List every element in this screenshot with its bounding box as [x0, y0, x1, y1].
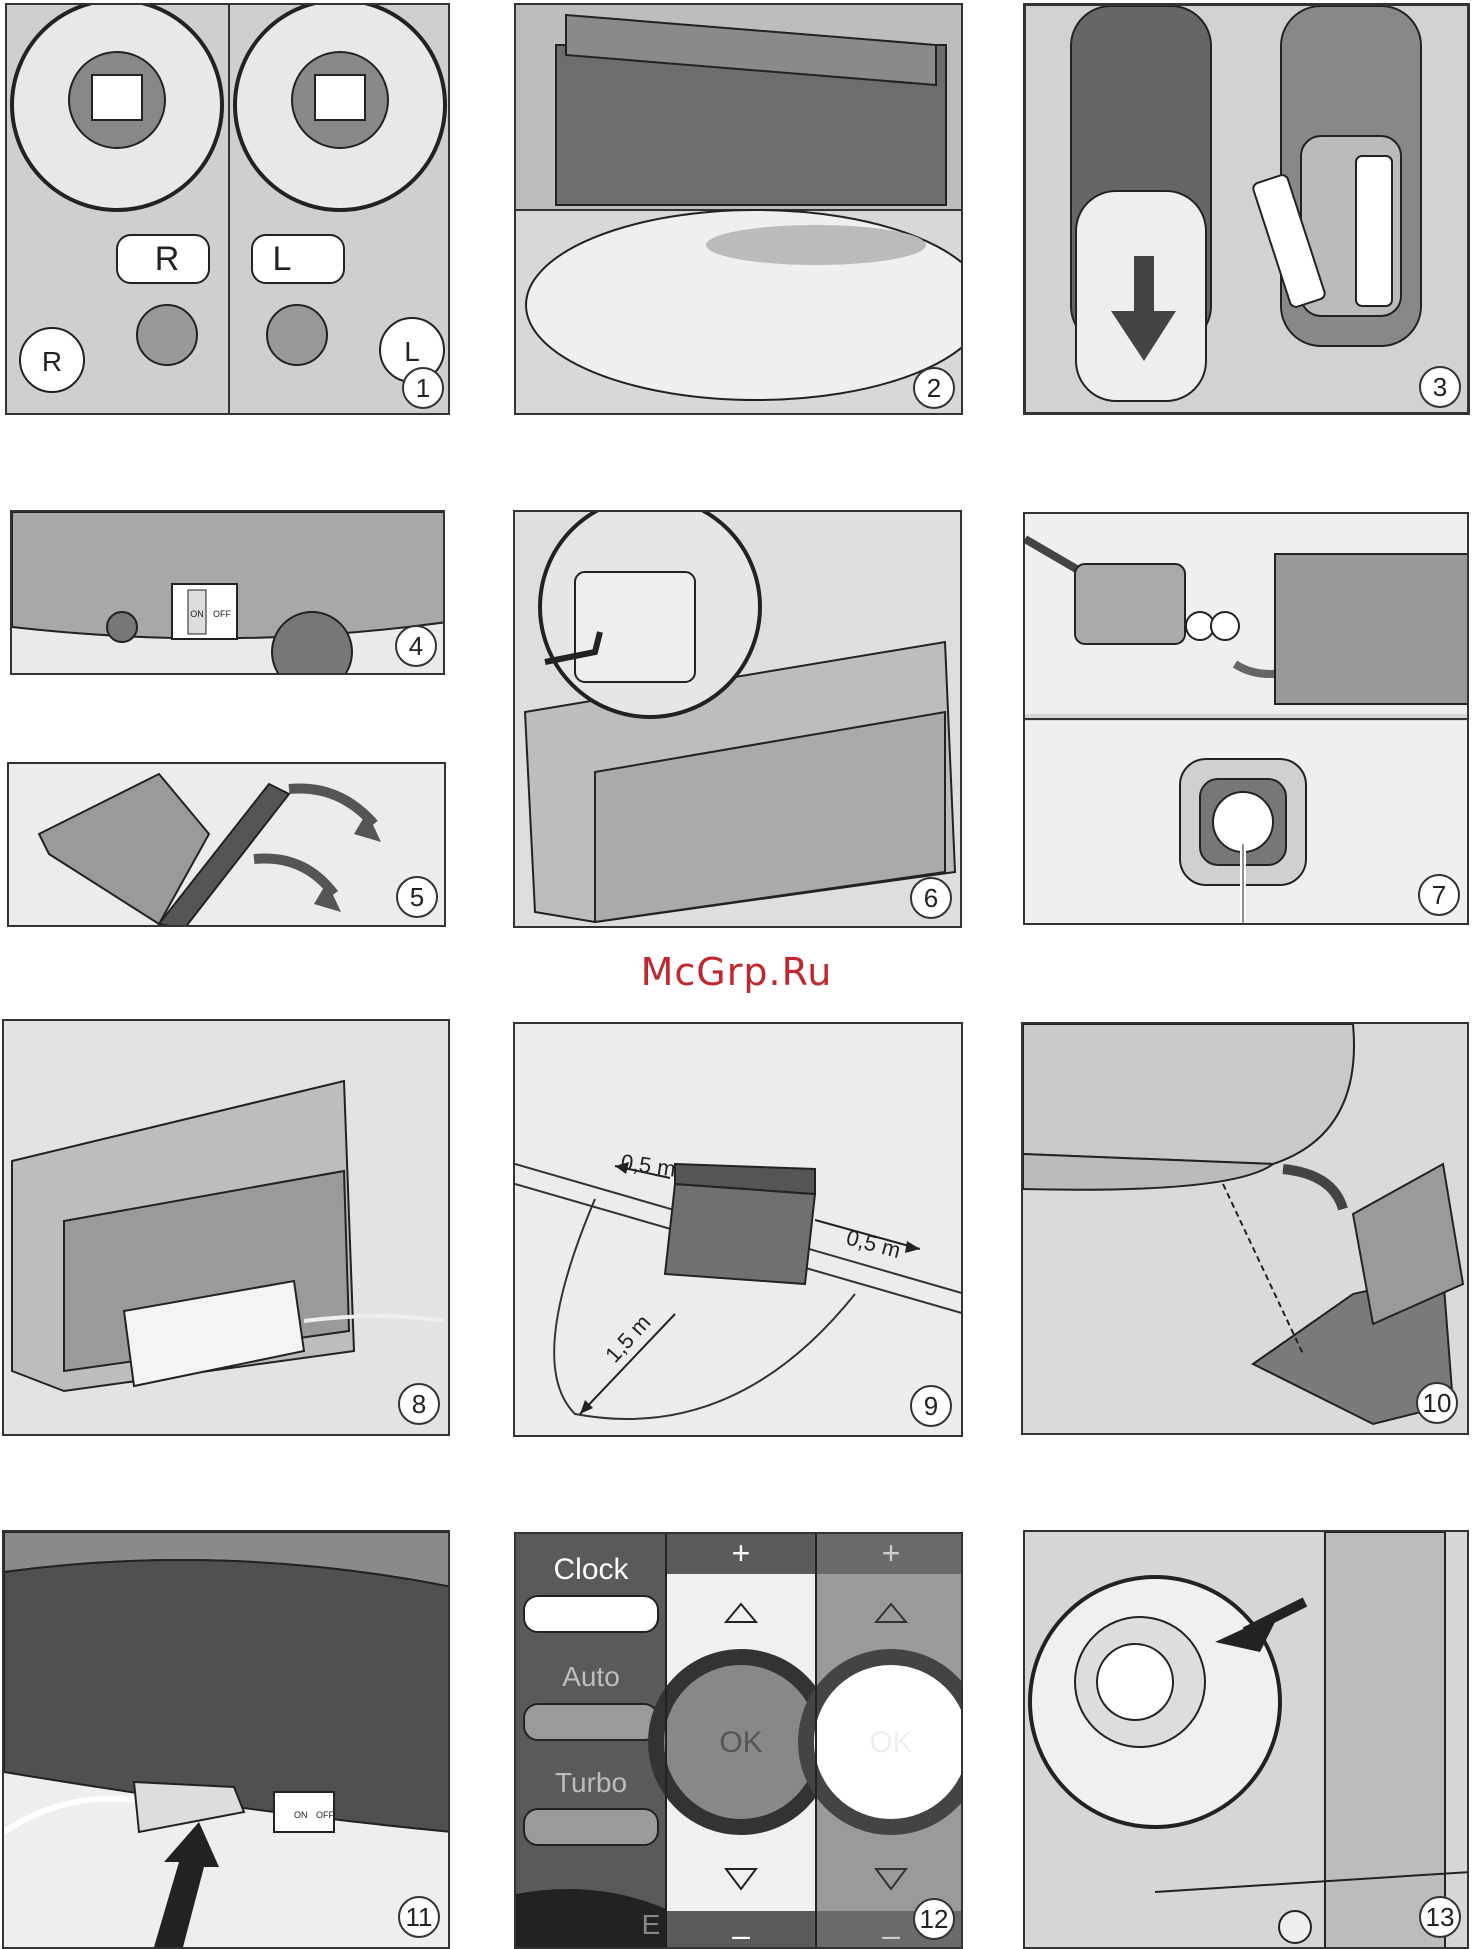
- ok-label: OK: [869, 1726, 912, 1759]
- mode-turbo-label: Turbo: [555, 1767, 627, 1798]
- label-l: L: [273, 240, 292, 278]
- step-number: 2: [913, 367, 955, 409]
- filter-removal-illustration: [9, 764, 446, 927]
- step-number: 4: [395, 625, 437, 667]
- power-switch-illustration: ON OFF: [12, 512, 445, 675]
- station-adapter-storage-illustration: [4, 1021, 450, 1436]
- figure-panel-12: Clock Auto Turbo E + + – – OK OK 12: [514, 1532, 963, 1949]
- watermark: McGrp.Ru: [0, 950, 1473, 994]
- mode-clock-label: Clock: [553, 1553, 629, 1586]
- brush-mount-illustration: R L R L: [7, 5, 450, 415]
- mode-auto-label: Auto: [562, 1661, 620, 1692]
- ok-label: OK: [719, 1726, 762, 1759]
- mode-partial-label: E: [642, 1909, 661, 1940]
- figure-panel-8: 8: [2, 1019, 450, 1436]
- step-number: 11: [398, 1896, 440, 1938]
- figure-panel-2: 2: [514, 3, 963, 415]
- station-placement-illustration: 0,5 m 0,5 m 1,5 m: [515, 1024, 963, 1437]
- figure-panel-9: 0,5 m 0,5 m 1,5 m 9: [513, 1022, 963, 1437]
- step-number: 8: [398, 1383, 440, 1425]
- remote-display-illustration: Clock Auto Turbo E + + – – OK OK: [516, 1534, 963, 1949]
- step-number: 7: [1418, 874, 1460, 916]
- step-number: 10: [1416, 1382, 1458, 1424]
- robot-charging-cable-illustration: ON OFF: [4, 1532, 450, 1949]
- switch-off-label: OFF: [316, 1810, 334, 1820]
- dustbin-filter-illustration: [516, 5, 963, 415]
- figure-panel-6: 6: [513, 510, 962, 928]
- label-r: R: [155, 240, 180, 278]
- figure-panel-4: ON OFF 4: [10, 510, 445, 675]
- minus-label: –: [882, 1917, 900, 1949]
- step-number: 3: [1419, 366, 1461, 408]
- robot-docking-illustration: [1023, 1024, 1469, 1435]
- step-number: 5: [396, 876, 438, 918]
- figure-panel-10: 10: [1021, 1022, 1469, 1435]
- remote-battery-illustration: [1026, 6, 1470, 415]
- charging-station-connector-illustration: [515, 512, 962, 928]
- wheel-cleaning-illustration: [1025, 1532, 1469, 1949]
- power-adapter-plug-illustration: [1025, 514, 1469, 925]
- plus-label: +: [732, 1535, 751, 1571]
- minus-label: –: [732, 1917, 750, 1949]
- figure-panel-11: ON OFF 11: [2, 1530, 450, 1949]
- step-number: 6: [910, 877, 952, 919]
- switch-on-label: ON: [190, 609, 204, 619]
- figure-panel-7: 7: [1023, 512, 1469, 925]
- figure-panel-1: R L R L 1: [5, 3, 450, 415]
- figure-panel-13: 13: [1023, 1530, 1469, 1949]
- plus-label: +: [882, 1535, 901, 1571]
- step-number: 1: [402, 367, 444, 409]
- figure-panel-3: 3: [1023, 3, 1470, 415]
- badge-l: L: [404, 336, 420, 367]
- switch-on-label: ON: [294, 1810, 308, 1820]
- step-number: 9: [910, 1385, 952, 1427]
- figure-panel-5: 5: [7, 762, 446, 927]
- switch-off-label: OFF: [213, 609, 231, 619]
- badge-r: R: [42, 346, 62, 377]
- step-number: 12: [913, 1898, 955, 1940]
- step-number: 13: [1419, 1896, 1461, 1938]
